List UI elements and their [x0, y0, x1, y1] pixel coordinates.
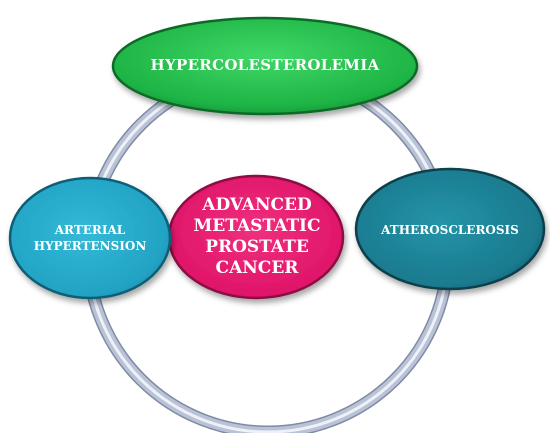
node-advanced-metastatic-prostate-cancer [167, 174, 345, 300]
node-hypercolesterolemia [111, 16, 419, 116]
node-arterial-hypertension [8, 176, 172, 300]
node-atherosclerosis [354, 167, 546, 291]
